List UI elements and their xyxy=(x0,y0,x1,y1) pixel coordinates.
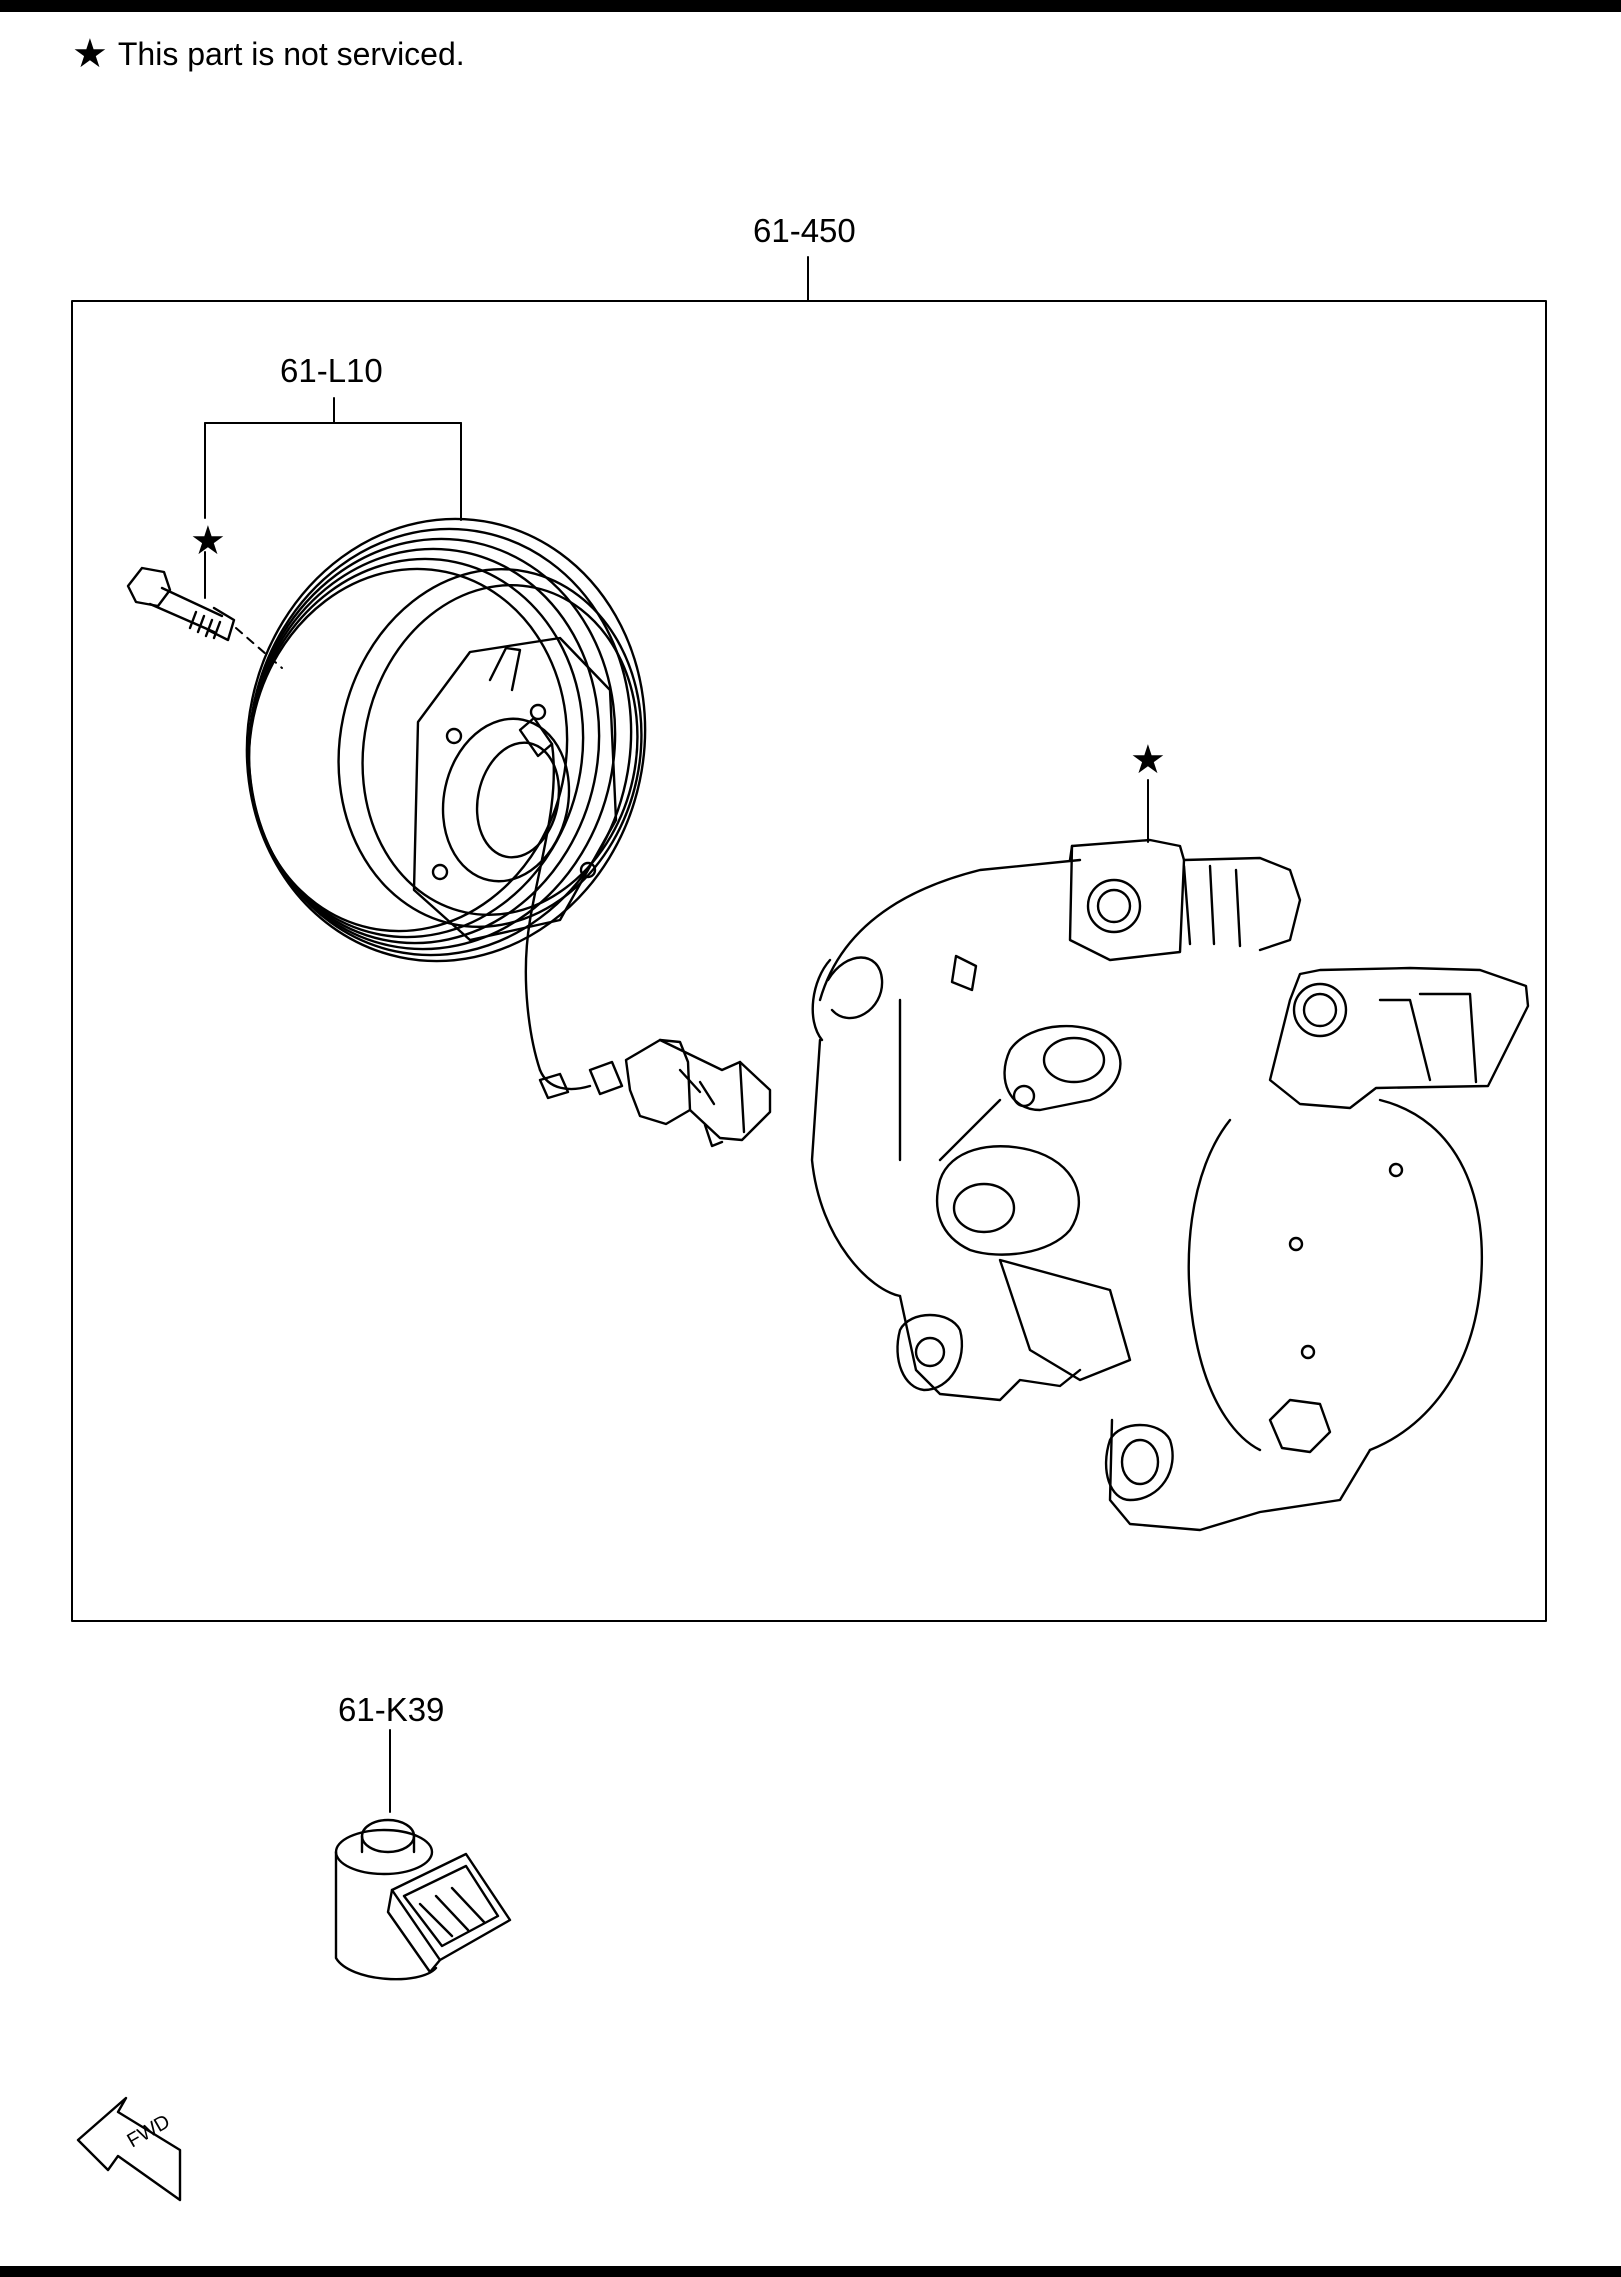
callout-61-L10: 61-L10 xyxy=(280,352,383,389)
leader-61-L10 xyxy=(204,397,462,599)
top-rule xyxy=(0,0,1621,12)
fwd-arrow-icon xyxy=(76,2096,182,2202)
compressor-icon xyxy=(810,838,1530,1532)
star-icon: ★ xyxy=(72,32,108,76)
clutch-pulley-icon xyxy=(245,517,647,1091)
star-marker-compressor: ★ xyxy=(1130,738,1166,782)
assembly-frame xyxy=(71,300,1547,1622)
not-serviced-note: ★ This part is not serviced. xyxy=(72,34,465,74)
fwd-label: FWD xyxy=(124,2111,174,2153)
bottom-rule xyxy=(0,2266,1621,2277)
clutch-connector-icon xyxy=(538,1038,772,1148)
solenoid-icon xyxy=(334,1818,512,1981)
not-serviced-note-text: This part is not serviced. xyxy=(117,35,465,72)
callout-61-450: 61-450 xyxy=(753,212,856,249)
callout-61-K39: 61-K39 xyxy=(338,1691,445,1728)
star-marker-bolt: ★ xyxy=(190,519,226,563)
